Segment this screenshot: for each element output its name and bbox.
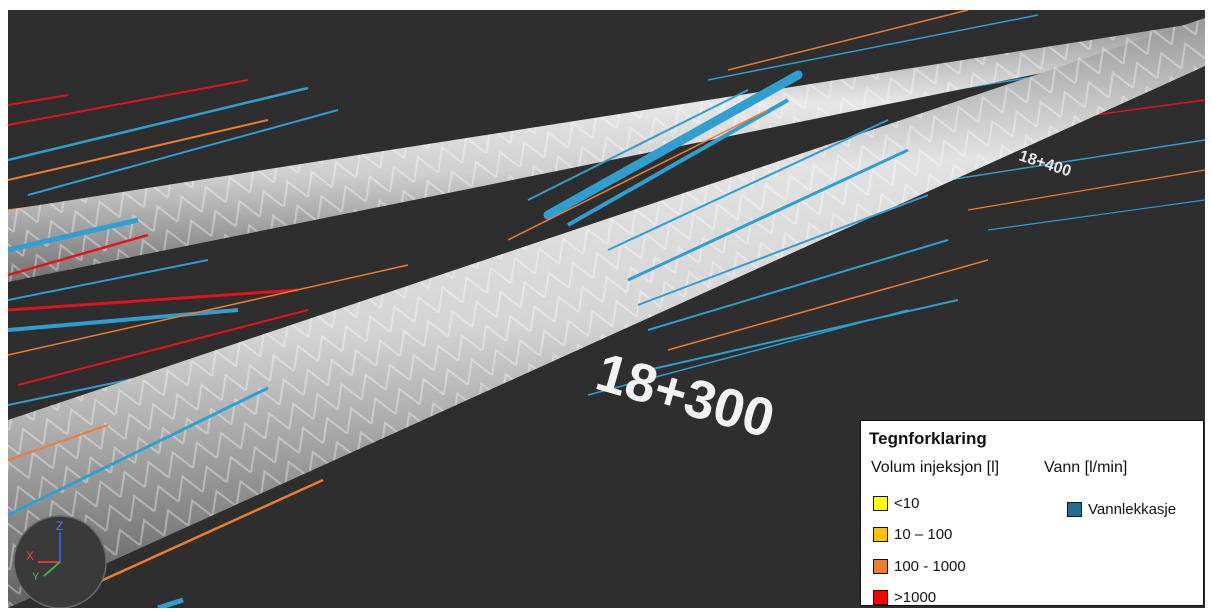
legend-title: Tegnforklaring: [869, 429, 987, 448]
swatch-orange: [873, 559, 888, 574]
bolt-lines-front: [8, 119, 989, 608]
3d-viewport[interactable]: 18+400: [8, 10, 1205, 608]
legend-item-lt10: <10: [873, 495, 919, 512]
swatch-amber: [873, 527, 888, 542]
orientation-gizmo[interactable]: Z X Y: [13, 515, 107, 608]
legend-item-100-1000: 100 - 1000: [873, 558, 966, 575]
legend-item-10-100: 10 – 100: [873, 526, 952, 543]
legend-injection-heading: Volum injeksjon [l]: [871, 459, 1000, 476]
tunnel-lower[interactable]: [8, 18, 1205, 608]
axis-label-z: Z: [56, 519, 63, 533]
tunnel-scene[interactable]: 18+400: [8, 10, 1205, 608]
legend-item-gt1000: >1000: [873, 589, 936, 606]
axis-label-x: X: [26, 549, 34, 563]
station-label-18-400: 18+400: [1017, 148, 1074, 181]
swatch-blue: [1067, 502, 1082, 517]
axis-label-y: Y: [32, 571, 40, 583]
tunnel-upper[interactable]: [8, 22, 1205, 282]
legend-item-label: Vannlekkasje: [1088, 501, 1177, 518]
swatch-red: [873, 590, 888, 605]
legend-item-label: <10: [894, 495, 920, 512]
station-label-18-300: 18+300: [590, 342, 781, 450]
legend-item-vannlekkasje: Vannlekkasje: [1067, 501, 1176, 518]
legend-water-heading: Vann [l/min]: [1044, 459, 1128, 476]
legend-item-label: >1000: [894, 589, 937, 606]
legend-panel: Tegnforklaring Volum injeksjon [l] Vann …: [860, 420, 1204, 606]
swatch-yellow: [873, 496, 888, 511]
legend-item-label: 10 – 100: [894, 526, 953, 543]
legend-item-label: 100 - 1000: [894, 558, 966, 575]
